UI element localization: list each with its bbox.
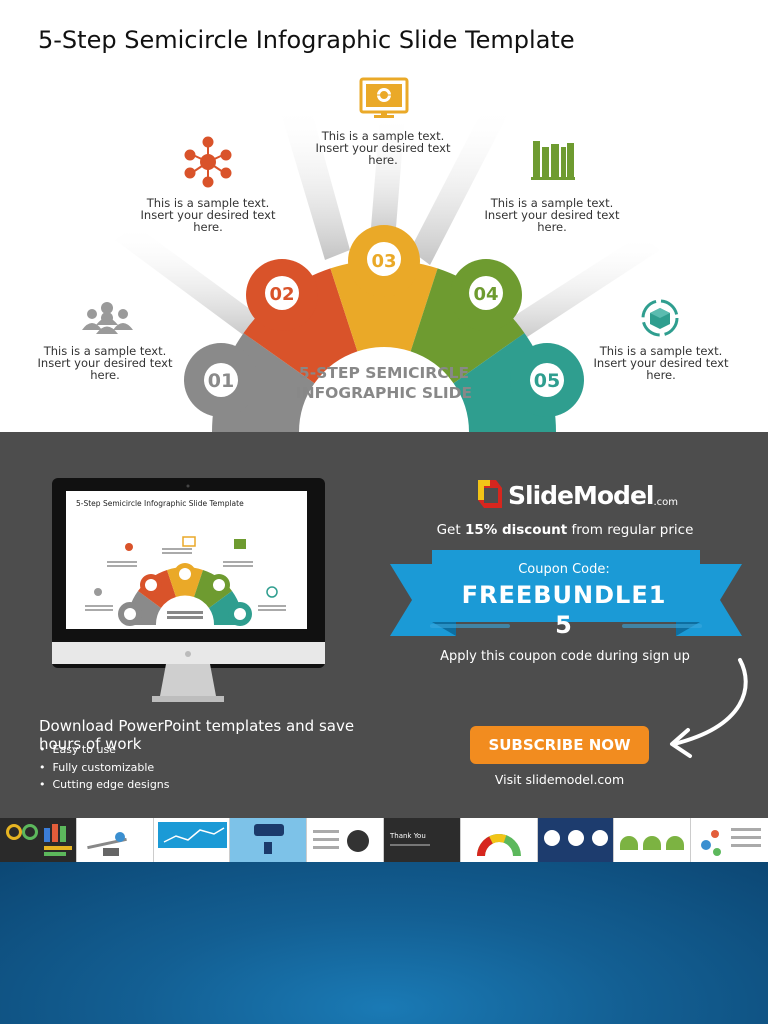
semicircle-infographic: 01 02 03 04 05 5-STEP SEMICIRCLE INFOGRA… [82,77,679,432]
step-bubble-03: 03 [348,225,420,297]
template-thumbnail[interactable] [0,818,77,862]
team-icon [82,302,133,334]
step-number-05: 05 [534,370,560,392]
coupon-ribbon [390,550,742,636]
subscribe-button[interactable]: SUBSCRIBE NOW [470,726,649,764]
discount-text: Get 15% discount from regular price [400,522,730,538]
template-thumbnail[interactable] [153,818,231,862]
feature-item: Fully customizable [39,759,170,777]
template-thumbnail[interactable] [614,818,692,862]
template-thumbnail[interactable] [691,818,768,862]
step-text-04: This is a sample text. Insert your desir… [484,196,620,234]
template-thumbnail[interactable]: Thank You [383,818,461,862]
step-number-04: 04 [473,284,498,305]
step-bubble-05: 05 [510,343,584,417]
template-thumbnail[interactable] [307,818,384,862]
coupon-code: FREEBUNDLE15 [461,581,667,639]
recycle-box-icon [641,299,679,337]
center-title-line1: 5-STEP SEMICIRCLE [299,364,469,382]
step-text-01: This is a sample text. Insert your desir… [37,344,173,382]
feature-item: Cutting edge designs [39,776,170,794]
discount-prefix: Get [436,522,465,538]
curved-arrow-icon [670,658,748,758]
logo-mark-icon [478,480,502,508]
step-bubble-04: 04 [450,259,522,331]
coupon-label: Coupon Code: [518,562,610,577]
thumbnail-label: Thank You [389,832,426,840]
feature-item: Easy to use [39,741,170,759]
step-text-03: This is a sample text. Insert your desir… [315,129,451,167]
step-bubble-01: 01 [184,343,258,417]
page-background-bottom [0,862,768,1024]
discount-value: 15% discount [464,522,568,538]
monitor-globe-icon [359,77,409,118]
template-thumbnail-strip: Thank You [0,818,768,862]
discount-suffix: from regular price [567,522,694,538]
slide-title: 5-Step Semicircle Infographic Slide Temp… [38,26,575,54]
books-icon [531,141,575,180]
step-number-02: 02 [269,284,294,305]
template-thumbnail[interactable] [230,818,308,862]
apply-text: Apply this coupon code during sign up [440,649,690,664]
light-beams [115,105,660,345]
slidemodel-logo[interactable]: SlideModel .com [474,478,678,512]
center-title-line2: INFOGRAPHIC SLIDE [296,384,472,402]
network-icon [184,136,232,188]
template-thumbnail[interactable] [76,818,154,862]
feature-list: Easy to use Fully customizable Cutting e… [39,741,170,794]
step-bubble-02: 02 [246,259,318,331]
template-thumbnail[interactable] [460,818,538,862]
step-number-03: 03 [371,251,396,272]
slide-preview: 5-Step Semicircle Infographic Slide Temp… [0,0,768,432]
visit-link[interactable]: Visit slidemodel.com [494,772,625,787]
logo-text: SlideModel [508,481,654,510]
step-number-01: 01 [208,370,234,392]
monitor-slide-title: 5-Step Semicircle Infographic Slide Temp… [76,499,244,508]
monitor-mockup [52,478,325,702]
template-thumbnail[interactable] [537,818,615,862]
step-text-05: This is a sample text. Insert your desir… [593,344,729,382]
step-text-02: This is a sample text. Insert your desir… [140,196,276,234]
logo-suffix: .com [653,497,679,508]
